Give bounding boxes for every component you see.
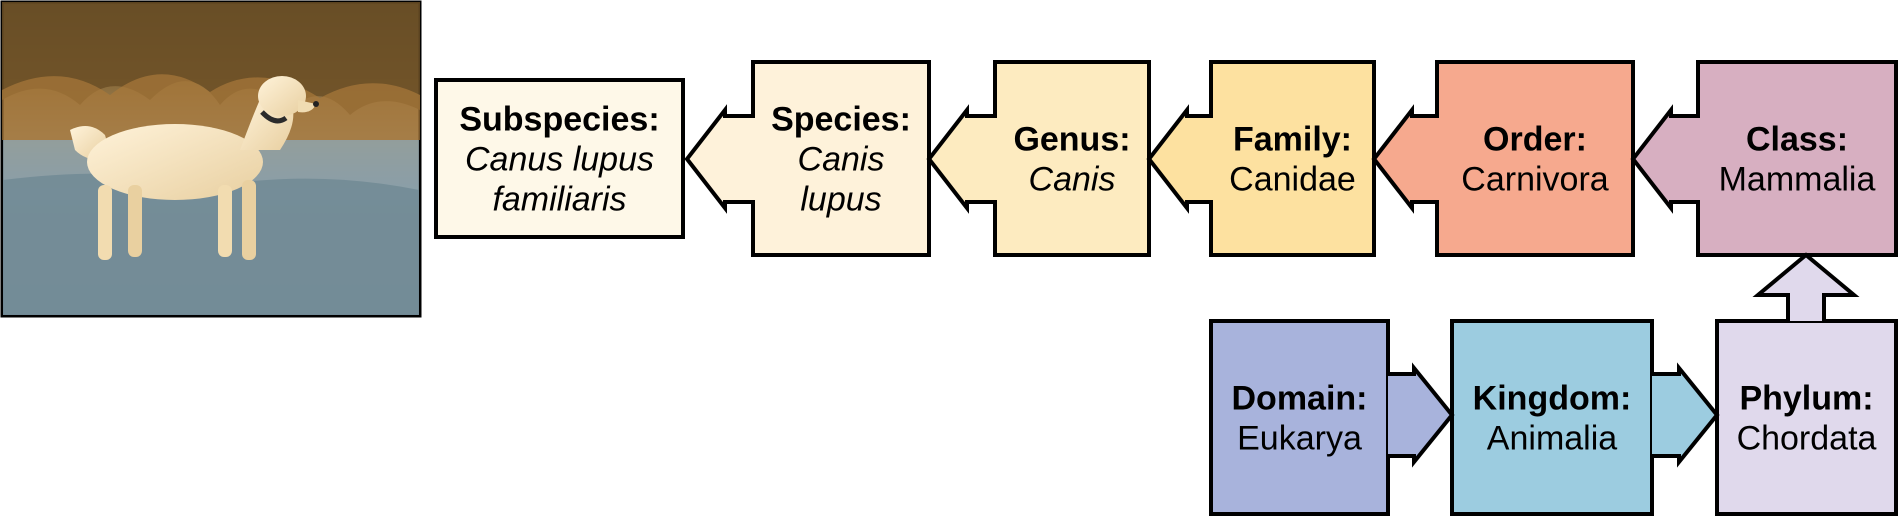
rank-label-family: Family: xyxy=(1233,121,1352,159)
rank-name-subspecies: Canus lupus xyxy=(465,141,654,179)
rank-label-order: Order: xyxy=(1483,121,1587,159)
dog-photo xyxy=(0,0,422,318)
rank-shape-genus xyxy=(926,60,1151,257)
rank-shape-kingdom xyxy=(1450,319,1654,516)
rank-name-domain: Eukarya xyxy=(1237,420,1362,458)
rank-shape-order xyxy=(1371,60,1635,257)
arrow-kingdom-to-phylum xyxy=(1652,362,1720,468)
rank-shape-subspecies xyxy=(434,78,685,239)
rank-boxes: Subspecies:Canus lupusfamiliarisSpecies:… xyxy=(434,60,1898,516)
rank-box-phylum: Phylum:Chordata xyxy=(1715,319,1898,516)
rank-name-order: Carnivora xyxy=(1461,161,1608,199)
rank-shape-phylum xyxy=(1715,319,1898,516)
rank-name-kingdom: Animalia xyxy=(1487,420,1617,458)
rank-shape-species xyxy=(684,60,931,257)
rank-box-class: Class:Mammalia xyxy=(1630,60,1898,257)
rank-label-kingdom: Kingdom: xyxy=(1473,380,1632,418)
rank-name-subspecies: familiaris xyxy=(492,181,626,219)
dog-figure xyxy=(70,76,319,260)
rank-name-species: Canis xyxy=(798,141,885,179)
rank-name-species: lupus xyxy=(800,181,881,219)
arrow-phylum-to-class xyxy=(1752,252,1860,321)
rank-box-order: Order:Carnivora xyxy=(1371,60,1635,257)
rank-label-phylum: Phylum: xyxy=(1739,380,1873,418)
rank-label-domain: Domain: xyxy=(1232,380,1368,418)
rank-box-genus: Genus:Canis xyxy=(926,60,1151,257)
rank-name-genus: Canis xyxy=(1029,161,1116,199)
rank-shape-family xyxy=(1146,60,1376,257)
rank-box-kingdom: Kingdom:Animalia xyxy=(1450,319,1654,516)
rank-label-subspecies: Subspecies: xyxy=(459,101,659,139)
rank-label-class: Class: xyxy=(1746,121,1848,159)
rank-label-genus: Genus: xyxy=(1013,121,1130,159)
rank-name-class: Mammalia xyxy=(1719,161,1876,199)
rank-box-domain: Domain:Eukarya xyxy=(1209,319,1390,516)
arrow-domain-to-kingdom xyxy=(1388,362,1455,468)
rank-name-family: Canidae xyxy=(1229,161,1356,199)
rank-shape-class xyxy=(1630,60,1898,257)
rank-box-family: Family:Canidae xyxy=(1146,60,1376,257)
rank-label-species: Species: xyxy=(771,101,911,139)
rank-shape-domain xyxy=(1209,319,1390,516)
rank-name-phylum: Chordata xyxy=(1737,420,1877,458)
